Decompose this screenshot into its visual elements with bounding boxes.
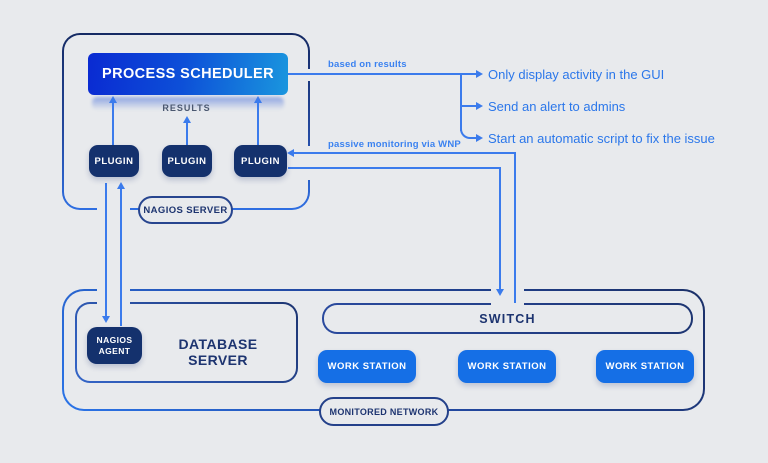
connector-scheduler-outcomes [288, 73, 476, 75]
workstation-label: WORK STATION [327, 361, 407, 372]
plugin-box-3: PLUGIN [234, 145, 287, 177]
workstation-box-3: WORK STATION [596, 350, 694, 383]
arrowhead-up-icon [254, 96, 262, 103]
connector-plugin1-agent-down [105, 183, 107, 317]
nagios-agent-box: NAGIOS AGENT [87, 327, 142, 364]
connector-outcome3-elbow [460, 129, 470, 139]
connector-outcome2-stub [462, 105, 476, 107]
connector-plugin1-scheduler [112, 103, 114, 145]
border-gap-mask [491, 299, 524, 307]
connector-outcomes-branch [460, 73, 462, 131]
arrowhead-down-icon [102, 316, 110, 323]
arrowhead-right-icon [476, 102, 483, 110]
arrowhead-down-icon [496, 289, 504, 296]
process-scheduler-box: PROCESS SCHEDULER [88, 53, 288, 95]
workstation-box-2: WORK STATION [458, 350, 556, 383]
connector-plugin3-scheduler [257, 103, 259, 145]
scheduler-reflection [92, 97, 284, 110]
plugin-label: PLUGIN [241, 155, 280, 167]
plugin-box-1: PLUGIN [89, 145, 139, 177]
arrowhead-left-icon [287, 149, 294, 157]
connector-switch-plugin3-horizontal [293, 152, 516, 154]
plugin-label: PLUGIN [94, 155, 134, 167]
outcome-item-3: Start an automatic script to fix the iss… [488, 131, 715, 146]
arrowhead-up-icon [117, 182, 125, 189]
arrowhead-up-icon [183, 116, 191, 123]
based-on-results-label: based on results [328, 59, 407, 70]
results-label: RESULTS [162, 103, 211, 113]
outcome-item-2: Send an alert to admins [488, 99, 626, 114]
arrowhead-right-icon [476, 70, 483, 78]
border-gap-mask [97, 285, 130, 295]
nagios-agent-label: NAGIOS AGENT [96, 334, 133, 356]
arrowhead-up-icon [109, 96, 117, 103]
switch-box: SWITCH [322, 303, 693, 334]
connector-plugin2-results [186, 123, 188, 145]
border-gap-mask [491, 285, 524, 295]
border-gap-mask [97, 204, 130, 214]
plugin-box-2: PLUGIN [162, 145, 212, 177]
database-server-label: DATABASE SERVER [178, 336, 258, 368]
passive-monitoring-label: passive monitoring via WNP [328, 139, 461, 150]
workstation-label: WORK STATION [605, 361, 685, 372]
switch-label: SWITCH [479, 311, 536, 326]
workstation-label: WORK STATION [467, 361, 547, 372]
connector-switch-plugin3-vertical [514, 153, 516, 303]
border-gap-mask [97, 299, 130, 307]
connector-outcome3-stub [469, 137, 476, 139]
workstation-box-1: WORK STATION [318, 350, 416, 383]
plugin-label: PLUGIN [167, 155, 207, 167]
border-gap-mask [305, 146, 314, 180]
connector-plugin3-switch-vertical [499, 167, 501, 290]
nagios-server-pill: NAGIOS SERVER [138, 196, 233, 224]
process-scheduler-label: PROCESS SCHEDULER [102, 66, 274, 82]
border-gap-mask [305, 69, 314, 81]
connector-plugin3-switch-horizontal [288, 167, 501, 169]
arrowhead-right-icon [476, 134, 483, 142]
monitored-network-pill: MONITORED NETWORK [319, 397, 449, 426]
outcome-item-1: Only display activity in the GUI [488, 67, 665, 82]
connector-agent-plugin1-up [120, 189, 122, 326]
